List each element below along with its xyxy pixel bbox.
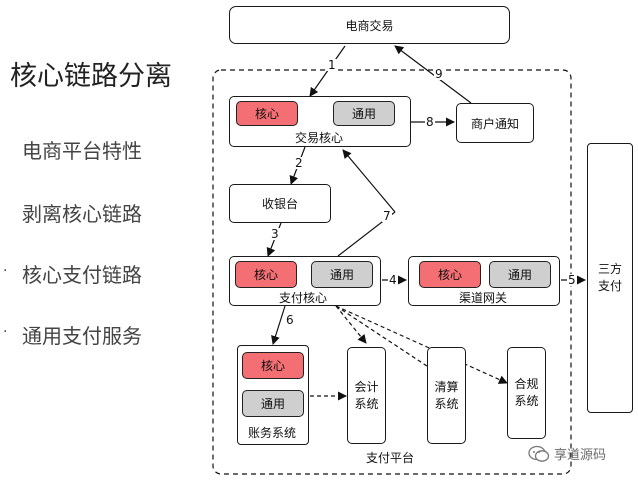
ecommerce-trade-label: 电商交易: [345, 18, 394, 33]
edge-label-1: 1: [327, 58, 337, 72]
edge-label-2: 2: [294, 156, 304, 170]
clearing-system-node: 清算 系统: [427, 347, 466, 444]
third-party-pay-node: 三方 支付: [587, 143, 633, 413]
channel-gateway-core-pill: 核心: [419, 261, 481, 288]
merchant-notify-label: 商户通知: [470, 116, 519, 131]
channel-gateway-label: 渠道网关: [459, 291, 508, 305]
point-strip-core-link: 剥离核心链路: [22, 202, 142, 226]
accounting-label: 账务系统: [248, 426, 297, 440]
finance-system-label: 会计 系统: [354, 379, 379, 411]
edge-label-9: 9: [434, 67, 444, 81]
edge-9: [394, 45, 472, 104]
edge-label-7: 7: [382, 209, 392, 223]
pay-core-core-pill: 核心: [235, 261, 297, 288]
edge-1: [309, 45, 346, 97]
wechat-icon: [528, 445, 550, 462]
pay-core-common-pill: 通用: [311, 261, 373, 288]
edge-label-4: 4: [388, 273, 398, 287]
trade-core-common-pill: 通用: [333, 101, 395, 126]
clearing-system-label: 清算 系统: [434, 379, 459, 411]
edge-label-6: 6: [285, 313, 295, 327]
watermark: 享道源码: [528, 444, 606, 463]
edge-pay-clearing: [335, 305, 437, 373]
edge-pay-compliance: [335, 305, 508, 384]
edge-label-3: 3: [270, 227, 280, 241]
platform-boundary: [212, 69, 572, 475]
pay-core-label: 支付核心: [279, 291, 328, 305]
watermark-text: 享道源码: [554, 448, 607, 463]
point-ecommerce-features: 电商平台特性: [22, 139, 142, 163]
channel-gateway-common-pill: 通用: [489, 261, 551, 288]
edge-pay-finance: [335, 305, 367, 344]
finance-system-node: 会计 系统: [347, 347, 386, 444]
payment-platform-label: 支付平台: [366, 451, 415, 465]
edge-7: [342, 149, 396, 213]
cashier-node: 收银台: [229, 184, 331, 223]
accounting-core-pill: 核心: [242, 352, 304, 379]
bullet-dot: ·: [3, 324, 8, 340]
accounting-common-pill: 通用: [242, 390, 304, 417]
slide-title: 核心链路分离: [10, 61, 172, 92]
cashier-label: 收银台: [261, 197, 298, 211]
merchant-notify-node: 商户通知: [456, 103, 534, 143]
edge-label-8: 8: [425, 115, 435, 129]
third-party-pay-label: 三方 支付: [597, 262, 622, 293]
point-core-payment-link: 核心支付链路: [22, 263, 142, 287]
edge-label-5: 5: [567, 273, 577, 287]
point-common-payment-service: 通用支付服务: [22, 324, 142, 348]
ecommerce-trade-node: 电商交易: [229, 6, 510, 44]
compliance-system-label: 合规 系统: [514, 377, 539, 408]
trade-core-label: 交易核心: [295, 131, 344, 145]
trade-core-core-pill: 核心: [236, 101, 298, 126]
bullet-dot: ·: [3, 263, 8, 279]
edge-6: [271, 305, 286, 345]
compliance-system-node: 合规 系统: [507, 347, 546, 439]
